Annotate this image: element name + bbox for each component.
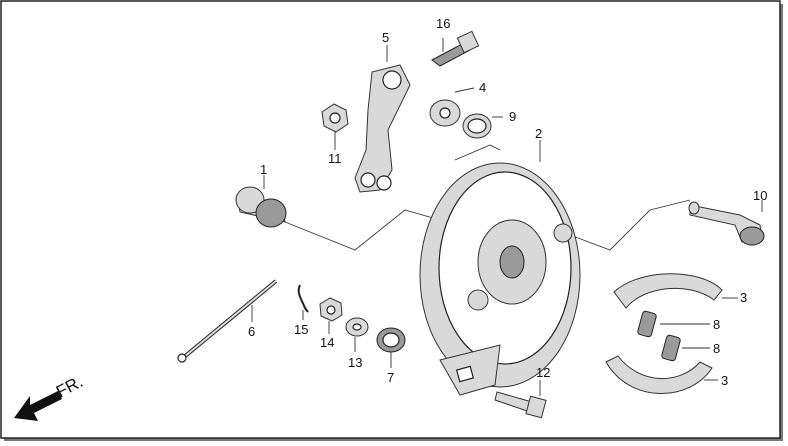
connection-lines [284, 144, 691, 251]
part-15-cotter-pin [297, 284, 309, 320]
callout-16: 16 [436, 16, 450, 31]
callout-8-lower: 8 [713, 341, 720, 356]
callout-12: 13 [348, 355, 362, 370]
callout-14: 14 [320, 335, 334, 350]
callout-9: 9 [509, 109, 516, 124]
part-11-nut [321, 103, 349, 150]
callout-8-upper: 8 [713, 317, 720, 332]
arrow-icon [14, 391, 62, 421]
part-10-cam-shaft [688, 200, 765, 246]
part-3-brake-shoe-lower [605, 355, 718, 394]
part-5-brake-arm [354, 45, 411, 193]
callout-4: 4 [479, 80, 486, 95]
part-2-brake-panel [419, 140, 581, 396]
part-14-nut [319, 297, 343, 334]
callout-7: 7 [387, 370, 394, 385]
callout-11: 11 [328, 151, 342, 166]
callout-15: 15 [294, 322, 308, 337]
callout-5: 5 [382, 30, 389, 45]
part-12-washer [345, 317, 369, 352]
part-13-bolt [494, 380, 547, 419]
callout-10: 10 [753, 188, 767, 203]
part-8-spring-lower [661, 334, 710, 362]
part-3-brake-shoe-upper [613, 273, 738, 309]
part-6-rod [177, 279, 278, 363]
part-16-bolt [431, 30, 480, 67]
part-8-spring-upper [637, 310, 710, 338]
part-4-indicator-plate [429, 87, 475, 127]
callout-3-lower: 3 [721, 373, 728, 388]
callout-labels: 16 5 4 9 11 2 1 10 3 8 8 3 12 6 15 14 13… [248, 16, 767, 388]
part-9-o-ring [462, 113, 503, 139]
callout-2: 2 [535, 126, 542, 141]
part-1-collar [235, 175, 287, 228]
callout-3-upper: 3 [740, 290, 747, 305]
callout-13: 12 [536, 365, 550, 380]
callout-1: 1 [260, 162, 267, 177]
part-7-bearing [376, 327, 406, 368]
callout-6: 6 [248, 324, 255, 339]
